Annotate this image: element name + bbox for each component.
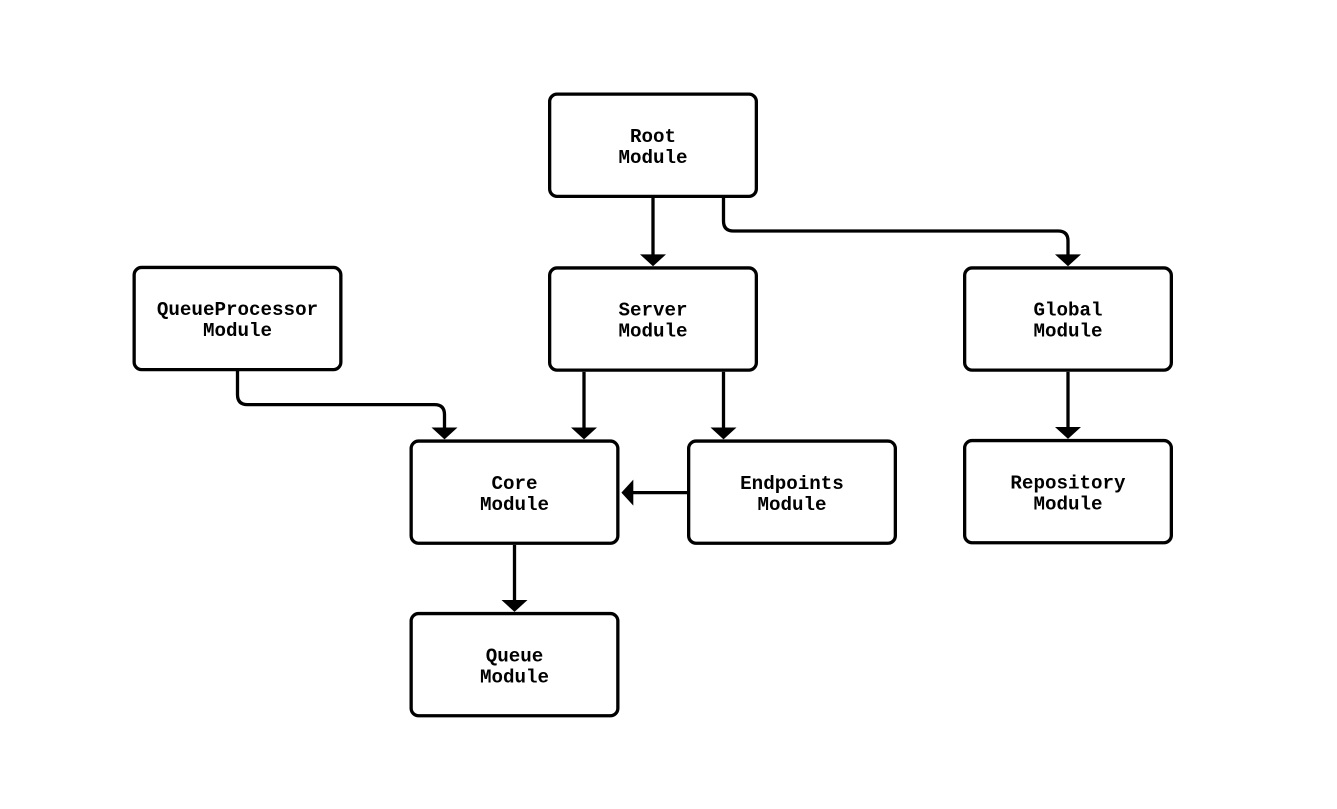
svg-text:Module: Module [480,666,549,688]
svg-text:Server: Server [618,300,687,322]
svg-text:Repository: Repository [1010,472,1126,494]
svg-text:Endpoints: Endpoints [740,473,844,495]
svg-text:Module: Module [203,320,272,342]
svg-text:Module: Module [618,321,687,343]
svg-text:Global: Global [1033,300,1102,322]
svg-text:Module: Module [480,494,549,516]
svg-text:QueueProcessor: QueueProcessor [157,299,318,321]
svg-text:Queue: Queue [486,645,544,667]
svg-text:Module: Module [1033,321,1102,343]
svg-text:Root: Root [630,126,676,148]
svg-text:Module: Module [757,494,826,516]
svg-text:Module: Module [618,147,687,169]
svg-text:Module: Module [1033,493,1102,515]
svg-text:Core: Core [491,473,537,495]
